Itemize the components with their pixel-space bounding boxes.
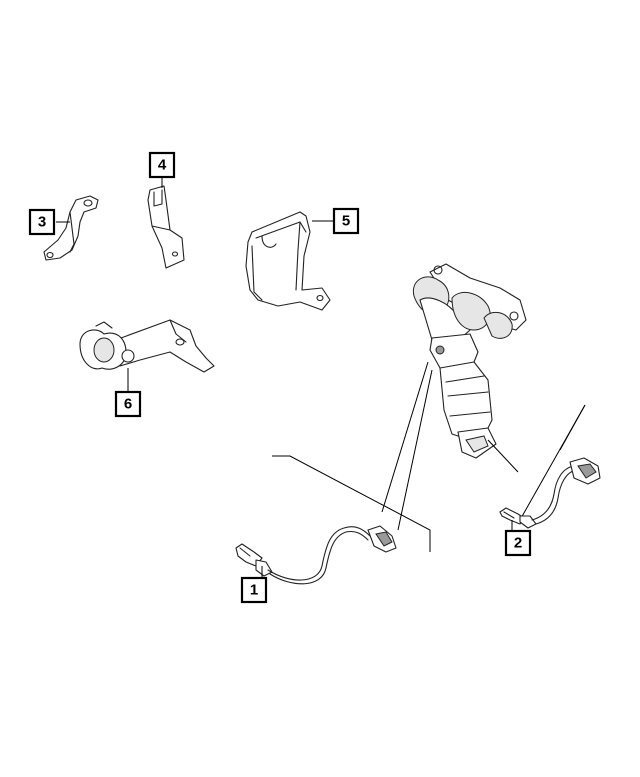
oxygen-sensor-1[interactable] <box>235 525 397 585</box>
section-lines <box>272 404 586 552</box>
callout-6[interactable]: 6 <box>114 390 142 418</box>
callout-4-label: 4 <box>158 157 167 174</box>
callout-6-label: 6 <box>124 396 132 413</box>
callout-1[interactable]: 1 <box>240 576 268 604</box>
callout-2-label: 2 <box>514 535 522 552</box>
harness-bracket-6[interactable] <box>79 319 215 373</box>
bracket-3[interactable] <box>43 195 99 261</box>
bracket-4[interactable] <box>147 185 185 269</box>
callout-5[interactable]: 5 <box>332 207 360 235</box>
callout-1-label: 1 <box>250 582 258 599</box>
oxygen-sensor-2[interactable] <box>499 457 601 529</box>
exhaust-manifold-catalytic-converter[interactable] <box>412 263 527 459</box>
callout-5-label: 5 <box>342 213 350 230</box>
callout-3[interactable]: 3 <box>28 208 56 236</box>
callout-3-label: 3 <box>38 214 46 231</box>
leader-lines <box>56 177 519 578</box>
heat-shield-5[interactable] <box>245 211 331 311</box>
callout-4[interactable]: 4 <box>148 151 176 179</box>
callout-2[interactable]: 2 <box>504 529 532 557</box>
